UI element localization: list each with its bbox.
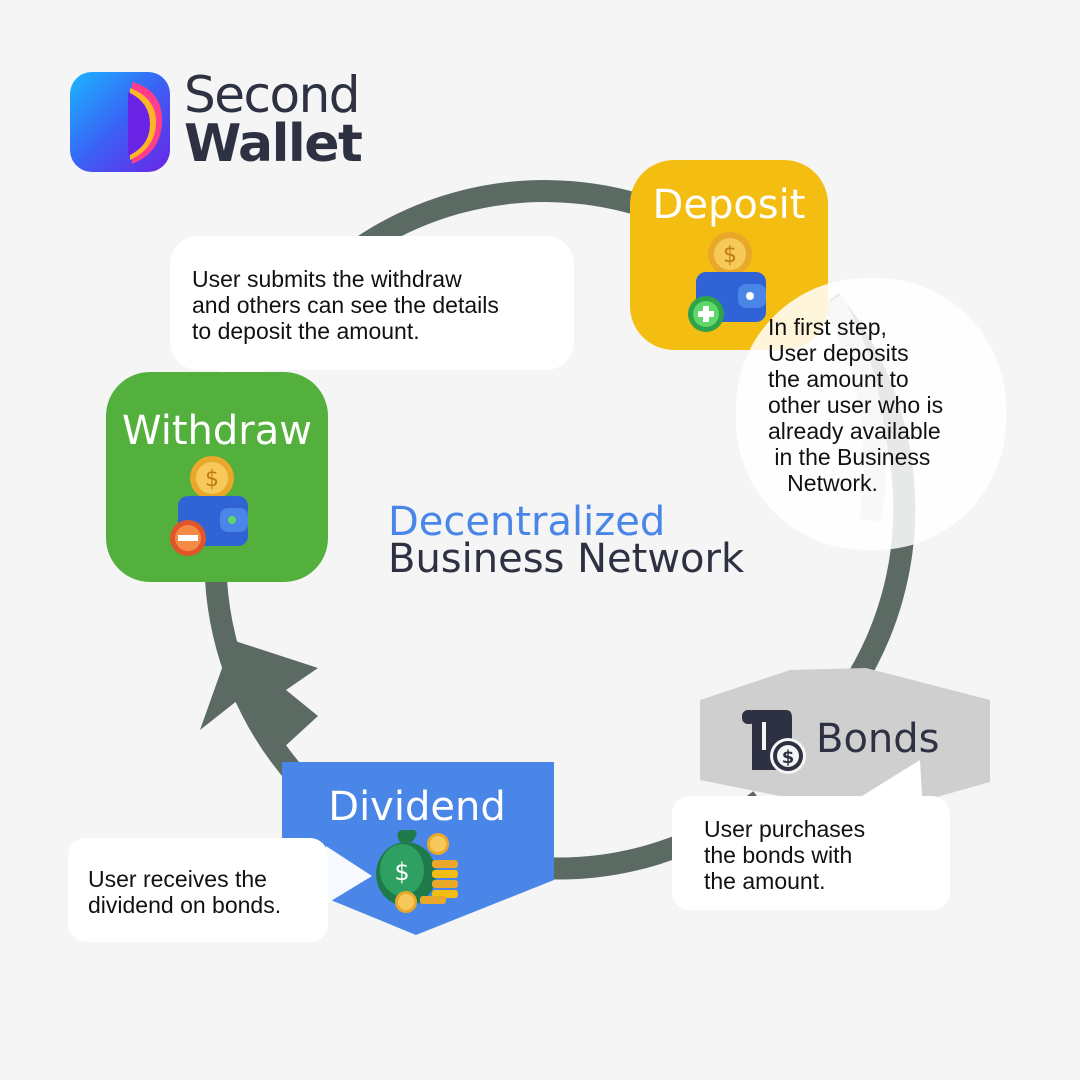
wallet-minus-coin-icon: $: [170, 456, 248, 556]
withdraw-stage: Withdraw $: [106, 372, 328, 582]
bonds-description: User purchases the bonds with the amount…: [672, 796, 950, 910]
bonds-callout-pointer: [862, 760, 922, 796]
bonds-description-text: User purchases the bonds with the amount…: [704, 816, 866, 894]
withdraw-description: User submits the withdraw and others can…: [170, 236, 574, 370]
brand-wordmark: Second Wallet: [184, 66, 363, 174]
money-bag-coins-icon: $: [376, 830, 458, 913]
bonds-title: Bonds: [816, 716, 940, 762]
deposit-description: In first step, User deposits the amount …: [736, 278, 1006, 550]
svg-text:$: $: [205, 467, 219, 492]
wallet-plus-coin-icon: $: [688, 232, 766, 332]
withdraw-title: Withdraw: [122, 408, 312, 454]
dividend-description: User receives the dividend on bonds.: [68, 838, 328, 942]
svg-text:$: $: [723, 243, 737, 268]
svg-text:$: $: [394, 858, 409, 886]
center-title-line2: Business Network: [388, 536, 745, 582]
bond-document-dollar-icon: $: [742, 710, 806, 774]
cycle-arrow-head: [200, 640, 318, 760]
center-title-line1: Decentralized: [388, 499, 666, 545]
withdraw-description-text: User submits the withdraw and others can…: [192, 266, 499, 344]
dividend-title: Dividend: [328, 784, 506, 830]
deposit-stage: Deposit $: [630, 160, 828, 350]
center-title: Decentralized Business Network: [388, 502, 744, 579]
dividend-callout-pointer: [326, 846, 372, 904]
brand-line2: Wallet: [184, 114, 363, 174]
deposit-description-text: In first step, User deposits the amount …: [768, 314, 944, 496]
svg-text:$: $: [782, 747, 795, 768]
brand-line1: Second: [184, 66, 361, 124]
deposit-title: Deposit: [652, 182, 806, 228]
brand-logo-icon: [70, 72, 170, 172]
dividend-description-text: User receives the dividend on bonds.: [88, 866, 282, 918]
